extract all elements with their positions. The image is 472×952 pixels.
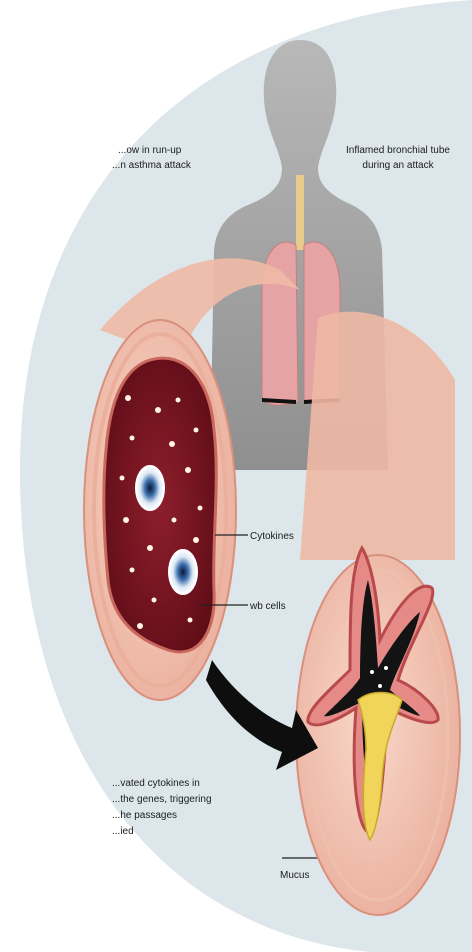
white-blood-cell-lower (169, 550, 197, 594)
svg-text:Inflamed bronchial tube: Inflamed bronchial tube (346, 145, 450, 156)
mucus-label: Mucus (280, 870, 309, 881)
trachea (296, 175, 304, 250)
svg-text:...he passages: ...he passages (112, 810, 177, 821)
cytokines-label: Cytokines (250, 531, 294, 542)
cells-label: wb cells (249, 601, 286, 612)
svg-text:...the genes, triggering: ...the genes, triggering (112, 794, 212, 805)
svg-text:...ow in run-up: ...ow in run-up (118, 145, 182, 156)
svg-text:during an attack: during an attack (362, 160, 434, 171)
svg-text:...vated cytokines in: ...vated cytokines in (112, 778, 200, 789)
white-blood-cell-upper (136, 466, 164, 510)
svg-text:...ied: ...ied (112, 826, 134, 837)
svg-text:...n asthma attack: ...n asthma attack (112, 160, 192, 171)
